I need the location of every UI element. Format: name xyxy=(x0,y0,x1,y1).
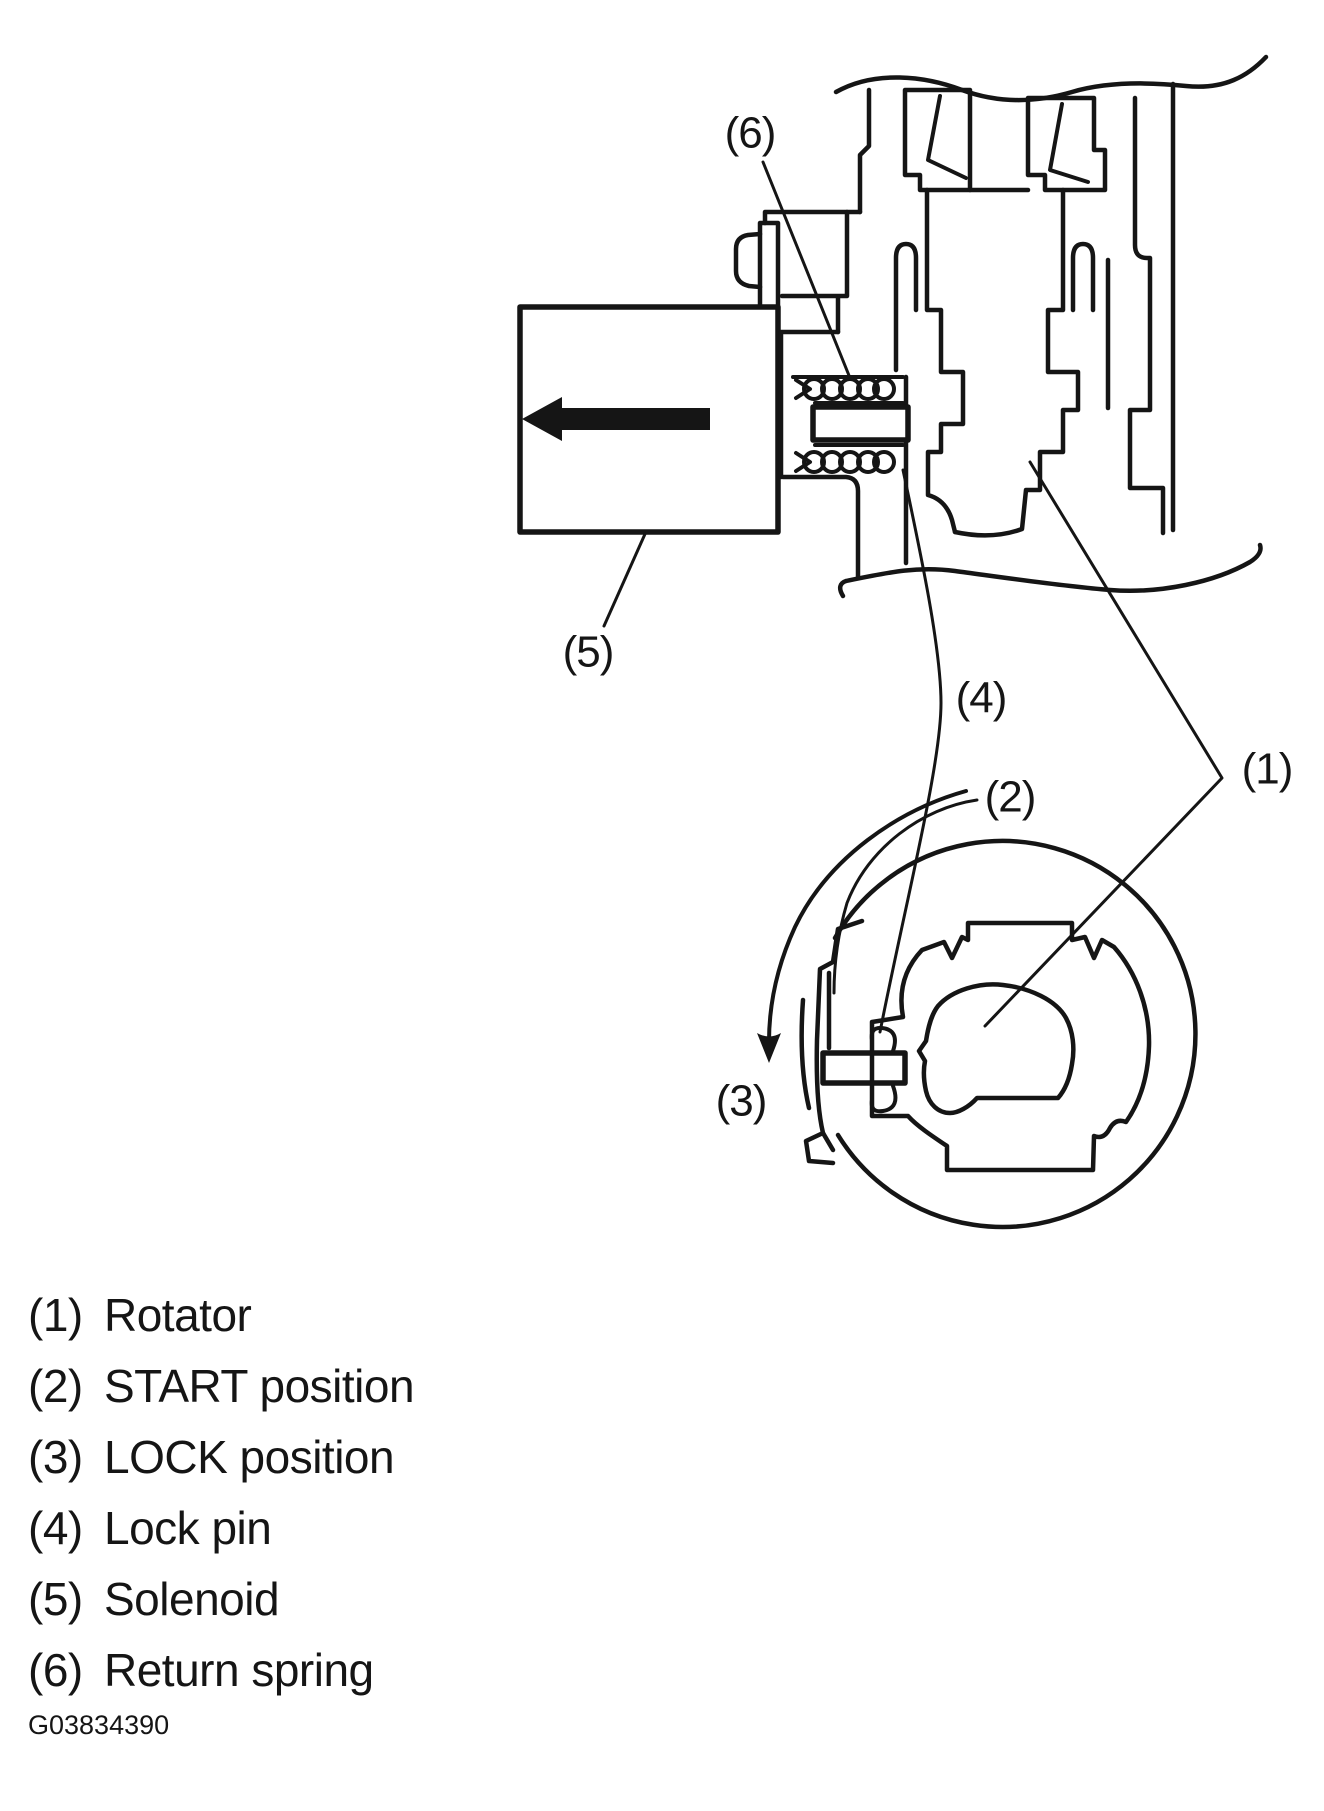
callout-2: (2) xyxy=(985,773,1036,822)
legend-item-number: (6) xyxy=(28,1643,83,1696)
legend-item-label: Rotator xyxy=(104,1288,252,1341)
legend-item-label: LOCK position xyxy=(104,1430,395,1483)
legend-item-label: Return spring xyxy=(104,1643,374,1696)
upper-cross-section-diagram: (6) (5) (4) (1) xyxy=(517,54,1293,1034)
pin-spring-hook-lower xyxy=(869,1084,898,1114)
housing-left-column xyxy=(857,87,872,215)
bracket-foot xyxy=(803,1130,836,1166)
leader-line-6 xyxy=(761,160,852,380)
housing-pocket-left xyxy=(902,87,973,193)
key-cylinder-section xyxy=(916,982,1076,1116)
solenoid xyxy=(517,304,781,535)
spring-cavity-wall xyxy=(778,329,841,480)
return-spring-upper xyxy=(791,375,905,405)
mount-bolt-head xyxy=(733,231,763,290)
callout-3: (3) xyxy=(716,1077,767,1126)
callout-5: (5) xyxy=(563,628,614,677)
leader-line-5 xyxy=(602,532,647,628)
legend-item-number: (3) xyxy=(28,1430,83,1483)
legend-item-label: START position xyxy=(104,1359,415,1412)
bearing-post-right xyxy=(1070,241,1096,313)
figure-code: G03834390 xyxy=(28,1710,170,1740)
bearing-post-left xyxy=(893,241,919,373)
lock-pin-section xyxy=(810,404,911,443)
legend-item-number: (1) xyxy=(28,1288,83,1341)
solenoid-body xyxy=(517,304,781,535)
legend-item-number: (2) xyxy=(28,1359,83,1412)
leader-line-4 xyxy=(878,468,943,1034)
legend-item-solenoid: (5) Solenoid xyxy=(28,1563,728,1634)
housing-right-steps xyxy=(1127,95,1166,536)
lock-pin-plan xyxy=(820,1050,908,1086)
return-spring-lower xyxy=(794,443,905,474)
bracket-edge xyxy=(814,918,865,1153)
housing-bore-circle xyxy=(832,838,1198,1230)
rotator-shaft-block-left xyxy=(924,187,966,535)
legend-item-start-position: (2) START position xyxy=(28,1350,728,1421)
housing-pocket-right xyxy=(1025,95,1108,193)
legend-item-number: (5) xyxy=(28,1572,83,1625)
leader-lines-upper xyxy=(602,160,1224,1034)
legend-item-number: (4) xyxy=(28,1501,83,1554)
spring-coil xyxy=(872,377,896,401)
leader-line-2 xyxy=(832,798,979,995)
rotator-outline xyxy=(869,920,1152,1173)
solenoid-mount-plate xyxy=(757,220,781,310)
solenoid-push-arrow-icon xyxy=(522,397,710,441)
leader-line-1 xyxy=(983,460,1224,1028)
legend-item-lock-position: (3) LOCK position xyxy=(28,1421,728,1492)
spring-coil xyxy=(856,377,880,401)
callout-1: (1) xyxy=(1242,745,1293,794)
lower-rotator-diagram: (2) (3) xyxy=(716,773,1198,1230)
callout-6: (6) xyxy=(725,109,776,158)
spring-cavity-floor xyxy=(780,474,861,580)
spring-end-chevron xyxy=(794,451,812,473)
housing-break-line-bottom xyxy=(837,542,1263,599)
rotation-arrowhead-icon xyxy=(757,1033,781,1063)
rotator-shaft-block-right xyxy=(952,187,1081,538)
callout-4: (4) xyxy=(956,674,1007,723)
legend-item-rotator: (1) Rotator xyxy=(28,1279,728,1350)
rotation-arrow-icon xyxy=(767,789,968,1044)
legend-item-label: Lock pin xyxy=(104,1501,272,1554)
mount-shelf xyxy=(779,209,850,335)
solenoid-mount-top-plate xyxy=(762,209,863,226)
spring-coil xyxy=(856,450,880,474)
bracket-outer-line xyxy=(799,997,812,1111)
housing-break-line-top xyxy=(833,54,1269,103)
housing-pocket-left-hatch xyxy=(926,94,968,180)
spring-coil xyxy=(872,450,896,474)
pin-spring-hook-upper xyxy=(869,1025,897,1053)
legend-item-return-spring: (6) Return spring xyxy=(28,1634,728,1705)
housing-pocket-right-hatch xyxy=(1048,102,1090,184)
legend-item-label: Solenoid xyxy=(104,1572,280,1625)
legend-item-lock-pin: (4) Lock pin xyxy=(28,1492,728,1563)
legend: (1) Rotator (2) START position (3) LOCK … xyxy=(28,1279,728,1705)
spring-end-chevron xyxy=(794,378,812,400)
pin-housing-bracket xyxy=(799,918,865,1166)
